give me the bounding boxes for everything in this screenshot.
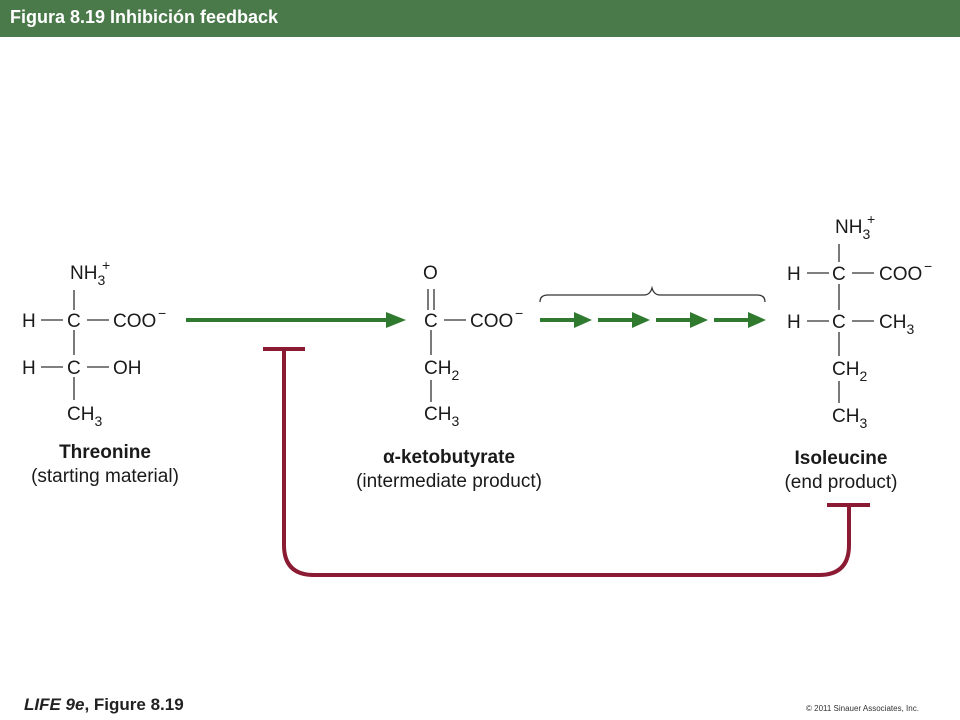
- svg-text:CH2: CH2: [424, 358, 459, 383]
- svg-text:O: O: [423, 263, 438, 284]
- feedback-inhibition-line: [263, 347, 870, 577]
- svg-text:COO: COO: [113, 311, 156, 332]
- isoleucine-name: Isoleucine: [795, 448, 888, 469]
- multistep-brace: [539, 285, 766, 303]
- svg-text:NH3: NH3: [70, 263, 105, 288]
- svg-text:H: H: [787, 264, 801, 285]
- isoleucine-atoms: NH3 + H C COO − H C CH3 CH2 CH3: [787, 211, 932, 431]
- svg-text:C: C: [424, 311, 438, 332]
- svg-text:CH3: CH3: [832, 406, 867, 431]
- svg-text:C: C: [67, 358, 81, 379]
- svg-text:COO: COO: [879, 264, 922, 285]
- ketobutyrate-name: α-ketobutyrate: [383, 447, 515, 468]
- ketobutyrate-structure: O C COO − CH2 CH3 α-ketobutyrate (interm…: [356, 263, 542, 492]
- threonine-bonds: [41, 290, 109, 400]
- ketobutyrate-role: (intermediate product): [356, 471, 542, 492]
- svg-text:CH3: CH3: [67, 404, 102, 429]
- inhibition-path: [282, 349, 851, 577]
- svg-text:+: +: [102, 257, 110, 273]
- title-bar: Figura 8.19 Inhibición feedback: [0, 0, 960, 37]
- main-pathway-arrowhead: [386, 312, 406, 328]
- svg-text:C: C: [832, 312, 846, 333]
- threonine-atoms: NH3 + H C COO − H C OH CH3: [22, 257, 166, 429]
- isoleucine-structure: NH3 + H C COO − H C CH3 CH2 CH3 Isoleuci…: [784, 211, 932, 493]
- page-title: Figura 8.19 Inhibición feedback: [10, 7, 279, 27]
- threonine-structure: NH3 + H C COO − H C OH CH3 Threonine (st…: [22, 257, 179, 487]
- threonine-name: Threonine: [59, 442, 151, 463]
- ketobutyrate-bonds: [427, 289, 466, 402]
- svg-text:NH3: NH3: [835, 217, 870, 242]
- isoleucine-bonds: [807, 244, 874, 403]
- svg-text:H: H: [787, 312, 801, 333]
- svg-text:CH3: CH3: [879, 312, 914, 337]
- svg-text:+: +: [867, 211, 875, 227]
- svg-text:−: −: [924, 258, 932, 274]
- svg-text:C: C: [832, 264, 846, 285]
- svg-text:COO: COO: [470, 311, 513, 332]
- figure-source: LIFE 9e, Figure 8.19: [24, 695, 184, 714]
- svg-text:C: C: [67, 311, 81, 332]
- svg-text:−: −: [515, 305, 523, 321]
- svg-text:H: H: [22, 358, 36, 379]
- svg-text:−: −: [158, 305, 166, 321]
- pathway-arrows: [186, 312, 766, 328]
- svg-text:OH: OH: [113, 358, 142, 379]
- threonine-role: (starting material): [31, 466, 179, 487]
- ketobutyrate-atoms: O C COO − CH2 CH3: [423, 263, 523, 429]
- svg-text:CH2: CH2: [832, 359, 867, 384]
- svg-text:CH3: CH3: [424, 404, 459, 429]
- isoleucine-role: (end product): [784, 472, 897, 493]
- svg-text:H: H: [22, 311, 36, 332]
- copyright-notice: © 2011 Sinauer Associates, Inc.: [806, 704, 919, 713]
